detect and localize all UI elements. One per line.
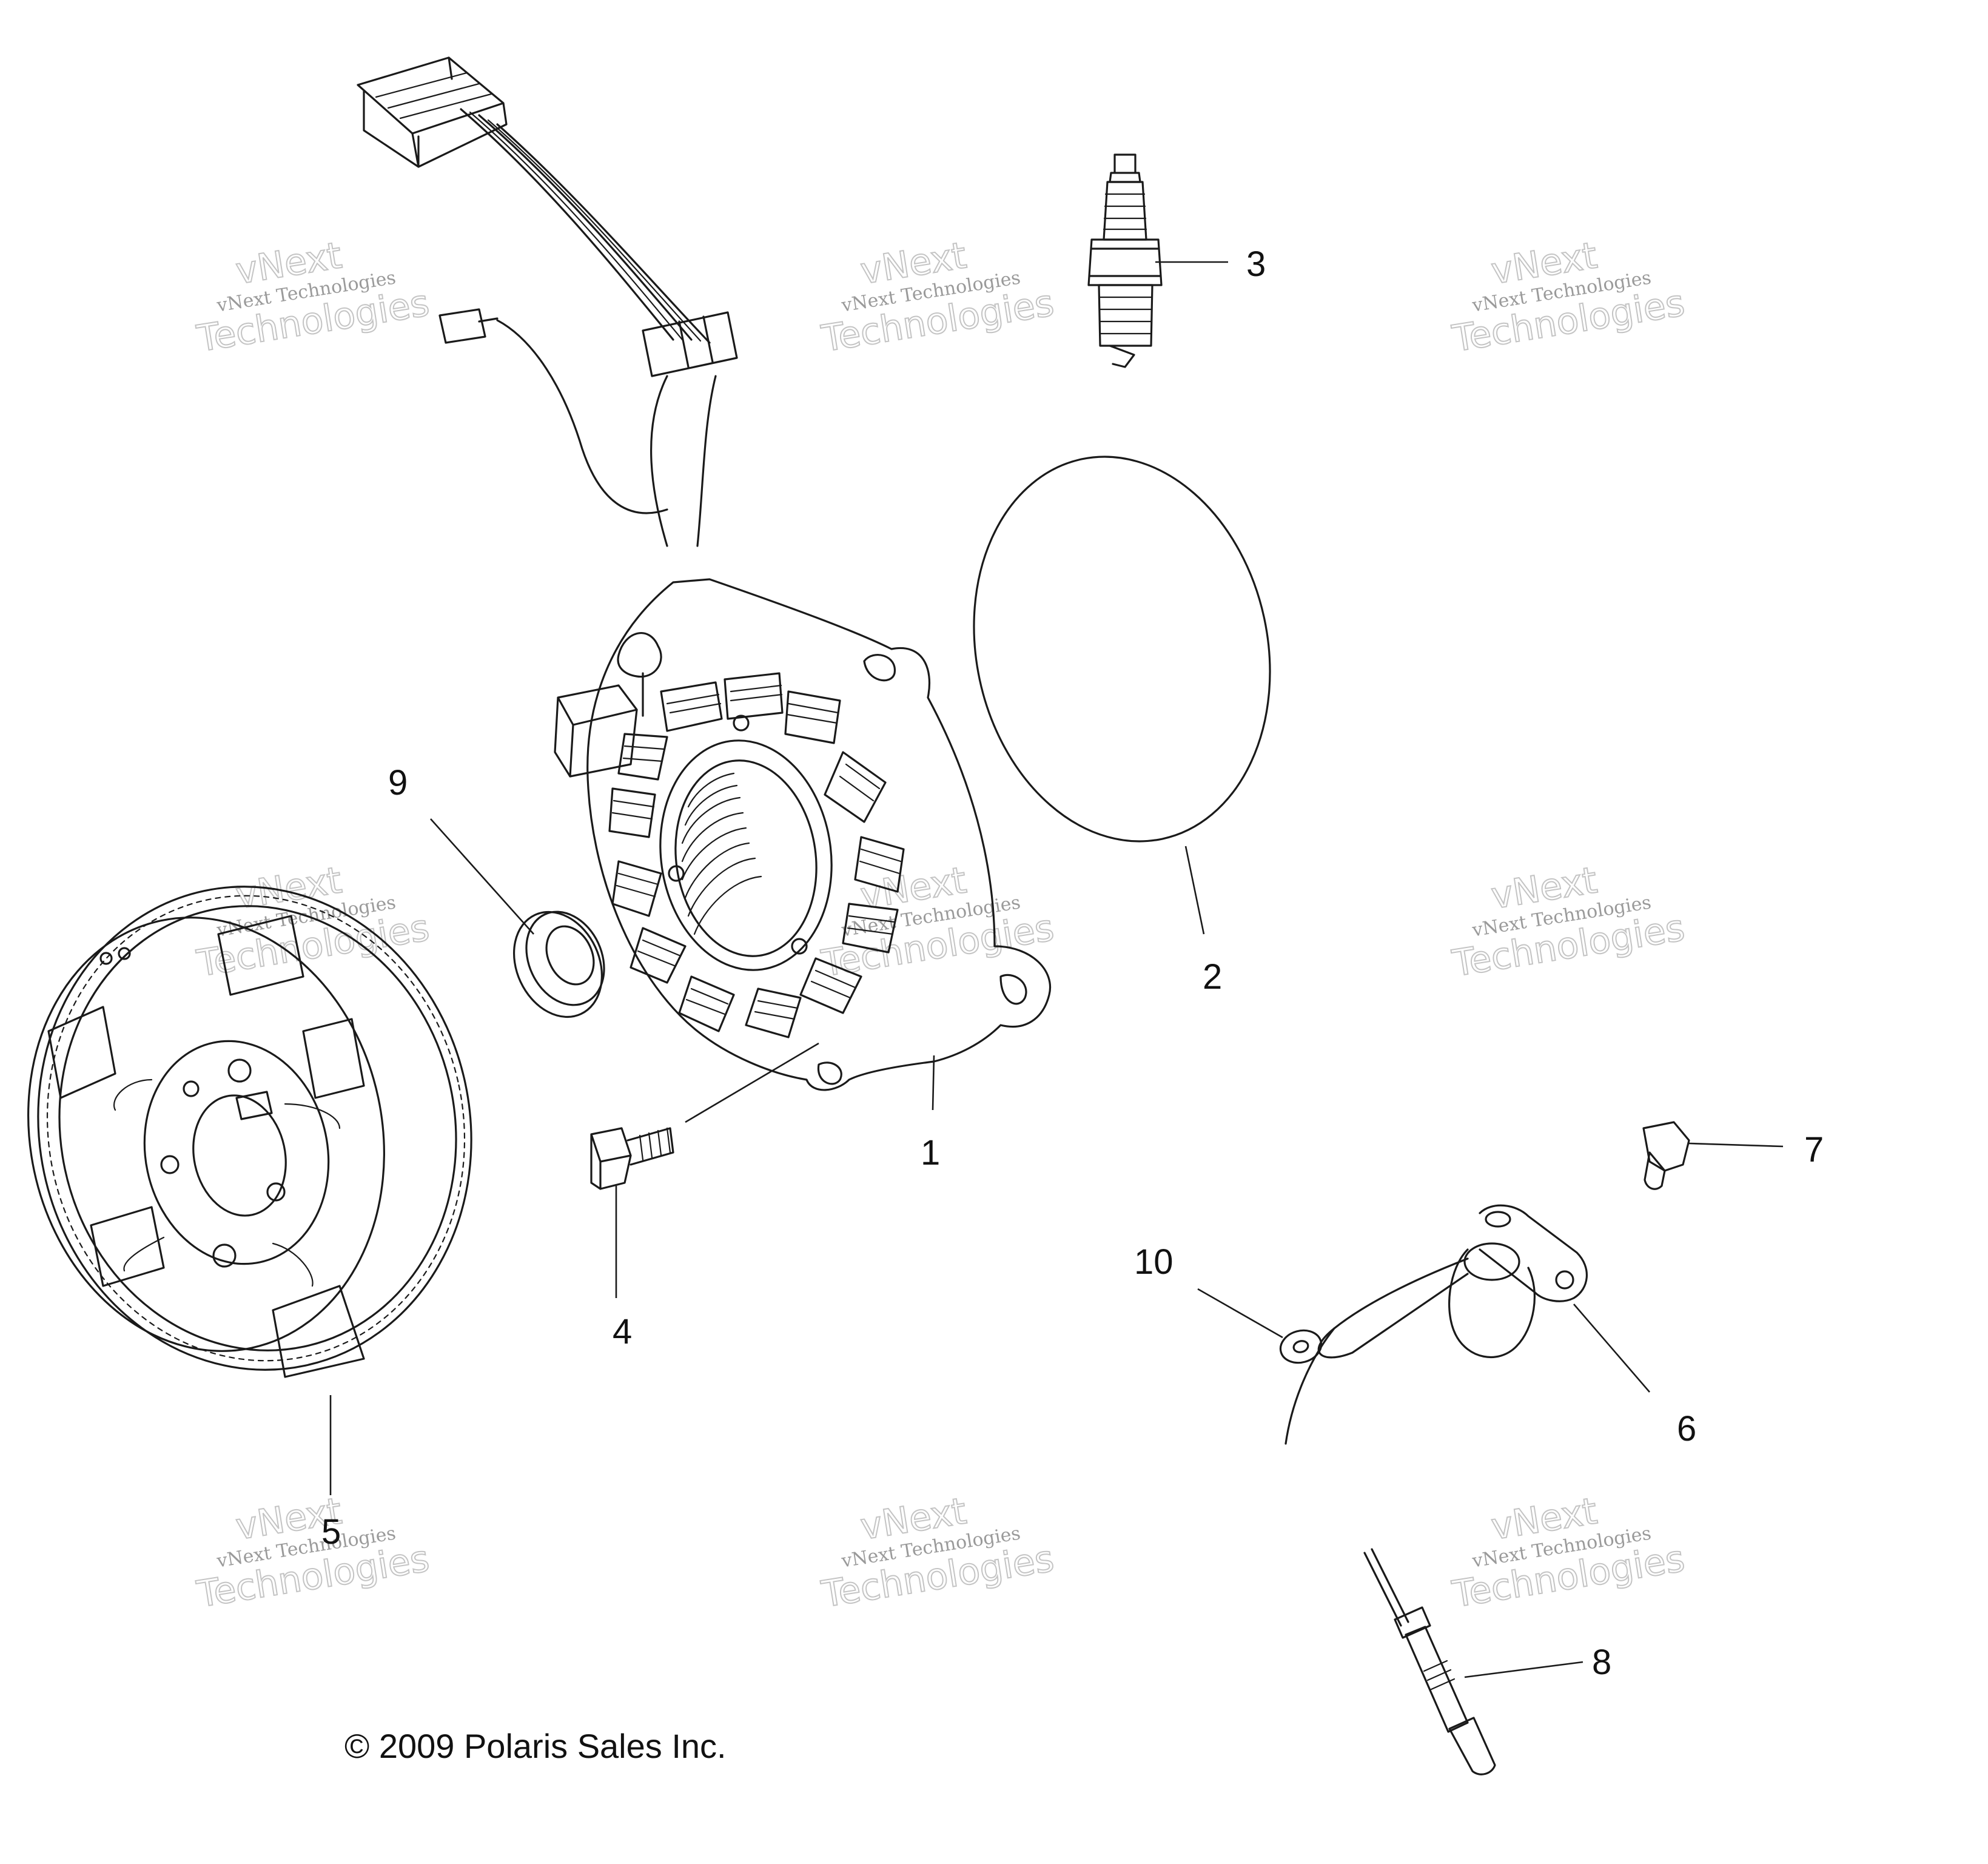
leader-7: [1688, 1142, 1784, 1148]
ring-gear-teeth: [46, 895, 466, 1362]
stator-slot-bottom: [817, 1062, 842, 1085]
ring-gear-inner: [58, 905, 457, 1351]
cover-gasket: [973, 456, 1271, 843]
stator-bolt-3: [791, 938, 808, 955]
magnet-3: [90, 1206, 165, 1287]
leader-8: [1464, 1661, 1583, 1678]
ring-gear-outer: [37, 886, 472, 1371]
watermark-1: vNext vNext Technologies Technologies: [193, 234, 433, 361]
callout-8: 8: [1592, 1643, 1611, 1682]
watermark-6: vNext vNext Technologies Technologies: [1449, 858, 1688, 986]
harness-wires: [460, 108, 711, 344]
hub-hole-1: [227, 1058, 252, 1083]
face-mark-2: [118, 947, 131, 960]
callout-1: 1: [921, 1133, 940, 1173]
sensor-wire: [496, 319, 668, 514]
stator-assembly: [357, 56, 1052, 1091]
flywheel-hub: [143, 1040, 330, 1265]
flywheel-bore: [192, 1094, 287, 1217]
connector-ribs: [375, 72, 492, 119]
leader-6: [1573, 1304, 1650, 1393]
pickup-screw: [1642, 1121, 1690, 1190]
oil-seal: [512, 910, 605, 1018]
callout-numbers: 1 2 3 4 5 6 7 8 9 10: [321, 244, 1824, 1682]
wire-tie: [642, 311, 738, 377]
watermark-8: vNext vNext Technologies Technologies: [818, 1489, 1058, 1617]
spark-plug: [1087, 153, 1163, 368]
sensor-probe: [1363, 1548, 1496, 1775]
leader-2: [1184, 846, 1205, 935]
callout-4: 4: [613, 1312, 632, 1351]
stator-slot-top: [863, 654, 896, 682]
stator-bolt-1: [733, 715, 750, 732]
leader-1: [932, 1055, 935, 1111]
stator-bore-inner: [674, 759, 818, 957]
stator-bolt-2: [668, 865, 685, 882]
magnet-1: [217, 915, 304, 996]
magnet-2: [47, 1006, 116, 1099]
magnet-5: [302, 1018, 365, 1099]
face-mark-1: [99, 952, 113, 965]
watermark-2: vNext vNext Technologies Technologies: [818, 234, 1058, 361]
watermark-9: vNext vNext Technologies Technologies: [1449, 1489, 1688, 1617]
pickup-coil: [1284, 1204, 1588, 1445]
stator-bore: [659, 739, 833, 971]
harness-connector: [357, 56, 508, 168]
magnet-4: [272, 1285, 365, 1378]
watermark-7: vNext vNext Technologies Technologies: [193, 1489, 433, 1617]
keyway: [235, 1091, 273, 1120]
callout-6: 6: [1677, 1409, 1696, 1448]
watermarks: vNext vNext Technologies Technologies vN…: [193, 234, 1688, 1617]
hub-hole-4: [212, 1243, 237, 1268]
callout-9: 9: [388, 763, 408, 802]
pickup-block: [554, 684, 638, 778]
coil-laminations: [611, 684, 902, 1020]
callout-2: 2: [1203, 957, 1222, 997]
stator-slot-right: [999, 974, 1027, 1005]
stator-coils: [608, 672, 905, 1038]
harness-lower: [650, 375, 717, 547]
callout-3: 3: [1246, 244, 1266, 284]
flywheel-face: [27, 917, 385, 1352]
hub-ribs: [113, 1078, 341, 1287]
washer: [1279, 1329, 1323, 1364]
copyright-text: © 2009 Polaris Sales Inc.: [344, 1727, 727, 1765]
harness-inner-wires: [469, 111, 702, 342]
leader-10: [1197, 1288, 1283, 1339]
flywheel: [27, 886, 472, 1378]
callout-7: 7: [1804, 1130, 1824, 1169]
watermark-3: vNext vNext Technologies Technologies: [1449, 234, 1688, 361]
hub-hole-2: [160, 1155, 180, 1174]
stator-bolt: [590, 1127, 674, 1190]
stator-plate: [586, 578, 1052, 1091]
bore-texture: [681, 772, 762, 935]
leader-lines: [329, 261, 1784, 1678]
hub-hole-5: [183, 1080, 200, 1097]
hub-hole-3: [266, 1182, 286, 1202]
sensor-plug: [438, 308, 499, 344]
callout-10: 10: [1134, 1242, 1174, 1282]
leader-1b: [685, 1042, 819, 1123]
callout-5: 5: [321, 1512, 341, 1552]
leader-9: [430, 818, 534, 935]
harness-grommet: [617, 632, 662, 717]
